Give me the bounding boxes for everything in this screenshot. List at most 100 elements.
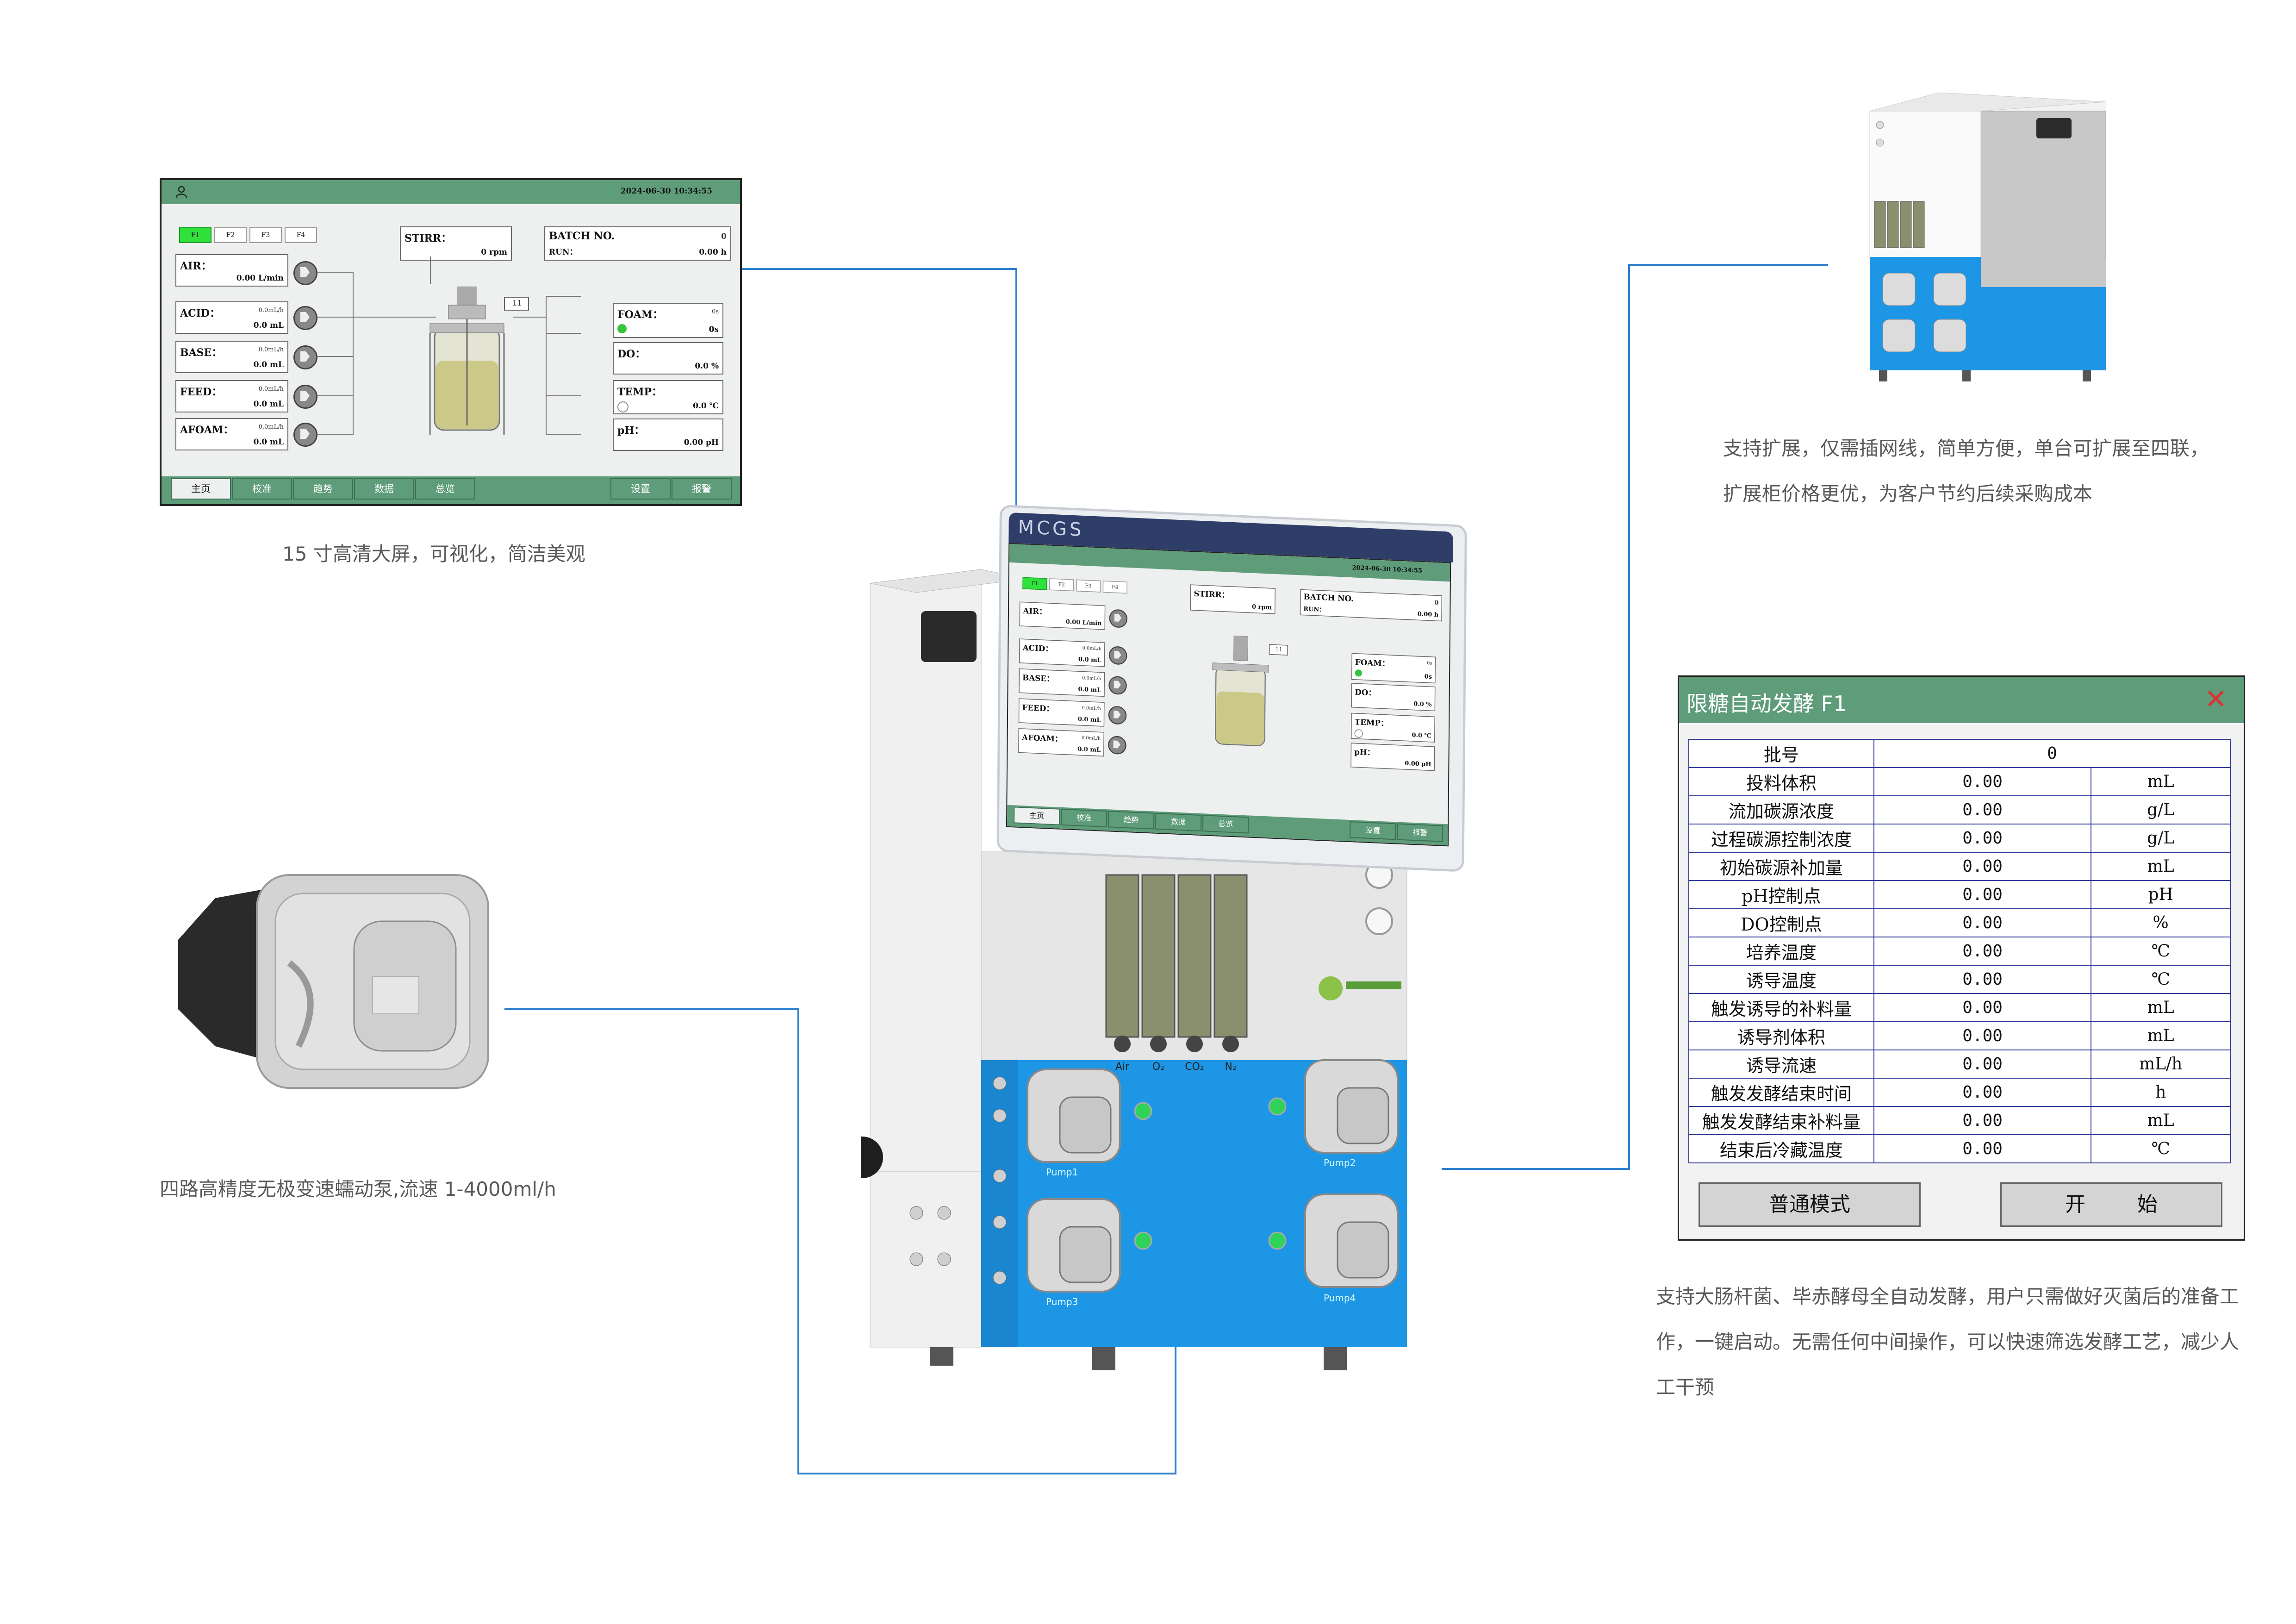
- mini-acid-box[interactable]: ACID： 0.0mL/h 0.0 mL: [1019, 638, 1105, 667]
- param-value-input[interactable]: 0.00: [1873, 795, 2092, 824]
- param-value-input[interactable]: 0.00: [1873, 937, 2092, 966]
- device-screen-frame: MCGS 2024-06-30 10:34:55 F1 F2 F3 F4 AIR…: [996, 505, 1467, 872]
- mini-afoam-box[interactable]: AFOAM： 0.0mL/h 0.0 mL: [1018, 728, 1105, 757]
- mini-nav-calibration[interactable]: 校准: [1060, 808, 1108, 828]
- hmi-datetime: 2024-06-30 10:34:55: [620, 187, 712, 196]
- mini-stirr-label: STIRR：: [1194, 589, 1230, 600]
- mini-base-box[interactable]: BASE： 0.0mL/h 0.0 mL: [1019, 668, 1105, 697]
- param-value-input[interactable]: 0.00: [1873, 1078, 2092, 1107]
- caption-auto-1: 支持大肠杆菌、毕赤酵母全自动发酵，用户只需做好灭菌后的准备工: [1656, 1285, 2240, 1308]
- air-box[interactable]: AIR： 0.00 L/min: [175, 254, 288, 287]
- param-unit: mL: [2091, 1106, 2231, 1135]
- param-value-input[interactable]: 0.00: [1873, 1106, 2092, 1135]
- param-unit: g/L: [2091, 824, 2231, 853]
- mini-batch-box[interactable]: BATCH NO. 0 RUN： 0.00 h: [1300, 589, 1443, 622]
- mini-feed-box[interactable]: FEED： 0.0mL/h 0.0 mL: [1018, 698, 1105, 727]
- nav-trend[interactable]: 趋势: [293, 478, 353, 500]
- mini-air-valve-icon[interactable]: [1109, 609, 1128, 628]
- mini-foam-box[interactable]: FOAM： 0s 0s: [1351, 653, 1436, 684]
- mini-afoam-valve-icon[interactable]: [1108, 736, 1126, 755]
- param-value-input[interactable]: 0.00: [1873, 880, 2092, 909]
- caption-pump: 四路高精度无极变速蠕动泵,流速 1-4000ml/h: [160, 1178, 556, 1200]
- param-name: 批号: [1688, 739, 1874, 768]
- mini-ph-box[interactable]: pH： 0.00 pH: [1350, 743, 1435, 771]
- acid-box[interactable]: ACID： 0.0mL/h 0.0 mL: [175, 301, 288, 334]
- normal-mode-button[interactable]: 普通模式: [1699, 1182, 1921, 1227]
- tab-f2[interactable]: F2: [214, 227, 247, 243]
- pipe: [546, 434, 581, 435]
- mini-nav-overview[interactable]: 总览: [1202, 815, 1249, 834]
- mini-temp-box[interactable]: TEMP： 0.0 ℃: [1350, 712, 1435, 743]
- mini-do-box[interactable]: DO： 0.0 %: [1351, 683, 1436, 712]
- mini-nav-trend[interactable]: 趋势: [1108, 811, 1155, 830]
- user-icon[interactable]: [174, 185, 188, 199]
- feed-box[interactable]: FEED： 0.0mL/h 0.0 mL: [175, 380, 288, 412]
- afoam-box[interactable]: AFOAM： 0.0mL/h 0.0 mL: [175, 418, 288, 450]
- mini-tab-f4[interactable]: F4: [1102, 581, 1128, 594]
- param-value-input[interactable]: 0.00: [1873, 965, 2092, 994]
- do-label: DO：: [617, 348, 646, 360]
- nav-data[interactable]: 数据: [354, 478, 414, 500]
- batch-box[interactable]: BATCH NO. 0 RUN： 0.00 h: [544, 226, 731, 261]
- mini-stirr-value: 0 rpm: [1251, 603, 1272, 612]
- nav-settings[interactable]: 设置: [610, 478, 671, 500]
- base-valve-icon[interactable]: [293, 345, 317, 369]
- param-value-input[interactable]: 0.00: [1873, 852, 2092, 881]
- param-value-input[interactable]: 0.00: [1873, 1049, 2092, 1079]
- param-unit: %: [2091, 908, 2231, 937]
- nav-home[interactable]: 主页: [171, 478, 231, 500]
- stirr-label: STIRR：: [404, 232, 452, 244]
- ph-box[interactable]: pH： 0.00 pH: [613, 418, 723, 451]
- base-rate: 0.0mL/h: [258, 346, 284, 353]
- param-name: 触发诱导的补料量: [1688, 993, 1874, 1022]
- mini-tab-f2[interactable]: F2: [1049, 578, 1074, 592]
- mini-nav-data[interactable]: 数据: [1155, 812, 1202, 832]
- mini-feed-valve-icon[interactable]: [1108, 706, 1127, 725]
- foam-box[interactable]: FOAM： 0s 0s: [613, 303, 723, 338]
- param-value-input[interactable]: 0.00: [1873, 1021, 2092, 1050]
- caption-expansion-2: 扩展柜价格更优，为客户节约后续采购成本: [1723, 482, 2093, 505]
- afoam-valve-icon[interactable]: [293, 423, 317, 447]
- mini-stirr-box[interactable]: STIRR： 0 rpm: [1190, 584, 1276, 614]
- pipe: [317, 434, 354, 435]
- param-unit: g/L: [2091, 795, 2231, 824]
- mini-content: F1 F2 F3 F4 AIR： 0.00 L/min ACID： 0.0mL/…: [1007, 562, 1449, 828]
- pipe: [546, 395, 581, 396]
- mini-do-label: DO：: [1355, 687, 1376, 698]
- param-value-input[interactable]: 0.00: [1873, 993, 2092, 1022]
- param-value-input[interactable]: 0: [1873, 739, 2231, 768]
- temp-box[interactable]: TEMP： 0.0 ℃: [613, 380, 723, 414]
- nav-overview[interactable]: 总览: [415, 478, 475, 500]
- mini-acid-valve-icon[interactable]: [1108, 646, 1127, 665]
- param-value-input[interactable]: 0.00: [1873, 908, 2092, 937]
- mini-bioreactor-vessel-icon: [1212, 635, 1269, 746]
- start-button[interactable]: 开 始: [2000, 1182, 2222, 1227]
- mini-tab-f1[interactable]: F1: [1022, 577, 1047, 590]
- mini-nav-settings[interactable]: 设置: [1349, 821, 1396, 840]
- flowmeter-label-air: Air: [1115, 1061, 1130, 1073]
- stirr-box[interactable]: STIRR： 0 rpm: [400, 226, 512, 261]
- do-box[interactable]: DO： 0.0 %: [613, 342, 723, 375]
- mini-air-box[interactable]: AIR： 0.00 L/min: [1019, 601, 1106, 630]
- air-valve-icon[interactable]: [293, 261, 317, 285]
- tab-f1[interactable]: F1: [179, 227, 212, 243]
- param-value-input[interactable]: 0.00: [1873, 1134, 2092, 1163]
- nav-alarm[interactable]: 报警: [672, 478, 732, 500]
- feed-valve-icon[interactable]: [293, 385, 317, 409]
- acid-valve-icon[interactable]: [293, 306, 317, 330]
- mini-nav-alarm[interactable]: 报警: [1396, 823, 1444, 842]
- mini-nav-home[interactable]: 主页: [1014, 806, 1060, 825]
- mini-acid-value: 0.0 mL: [1078, 656, 1101, 664]
- nav-calibration[interactable]: 校准: [232, 478, 292, 500]
- mini-tab-f3[interactable]: F3: [1076, 579, 1101, 593]
- tab-f4[interactable]: F4: [285, 227, 317, 243]
- base-box[interactable]: BASE： 0.0mL/h 0.0 mL: [175, 341, 288, 373]
- param-value-input[interactable]: 0.00: [1873, 767, 2092, 796]
- close-icon[interactable]: ✕: [2204, 683, 2227, 715]
- mini-base-valve-icon[interactable]: [1108, 675, 1127, 695]
- param-value-input[interactable]: 0.00: [1873, 824, 2092, 853]
- tab-f3[interactable]: F3: [249, 227, 282, 243]
- pipe: [546, 296, 581, 297]
